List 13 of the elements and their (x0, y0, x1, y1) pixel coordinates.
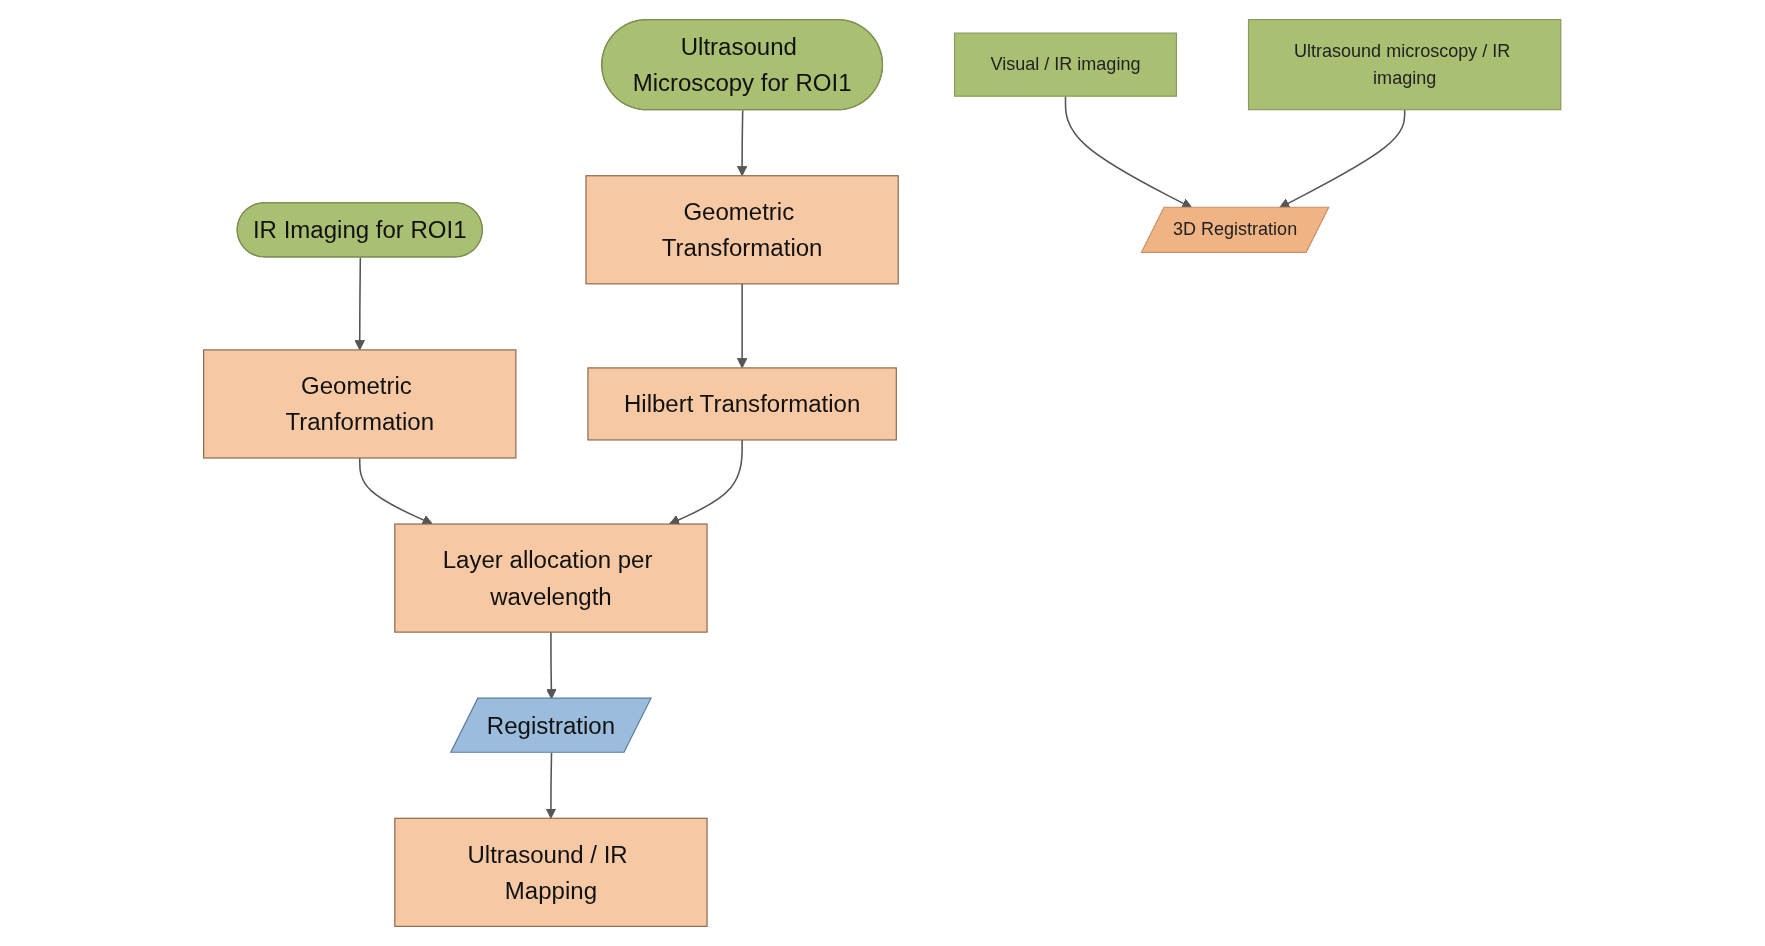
node-box: Hilbert Transformation (587, 367, 898, 441)
node-box: Layer allocation per wavelength (394, 523, 708, 633)
arrow (669, 439, 744, 525)
arrow (545, 752, 557, 819)
arrow (354, 256, 366, 351)
node-box: Geometric Transformation (585, 175, 900, 285)
arrow (737, 109, 748, 177)
arrow (359, 457, 434, 525)
node-box: Geometric Tranformation (203, 349, 517, 459)
arrow (737, 283, 748, 369)
node-box: Visual / IR imaging (954, 32, 1178, 97)
node-box: Ultrasound / IR Mapping (394, 817, 708, 927)
node-box: Ultrasound microscopy / IR imaging (1248, 19, 1562, 111)
